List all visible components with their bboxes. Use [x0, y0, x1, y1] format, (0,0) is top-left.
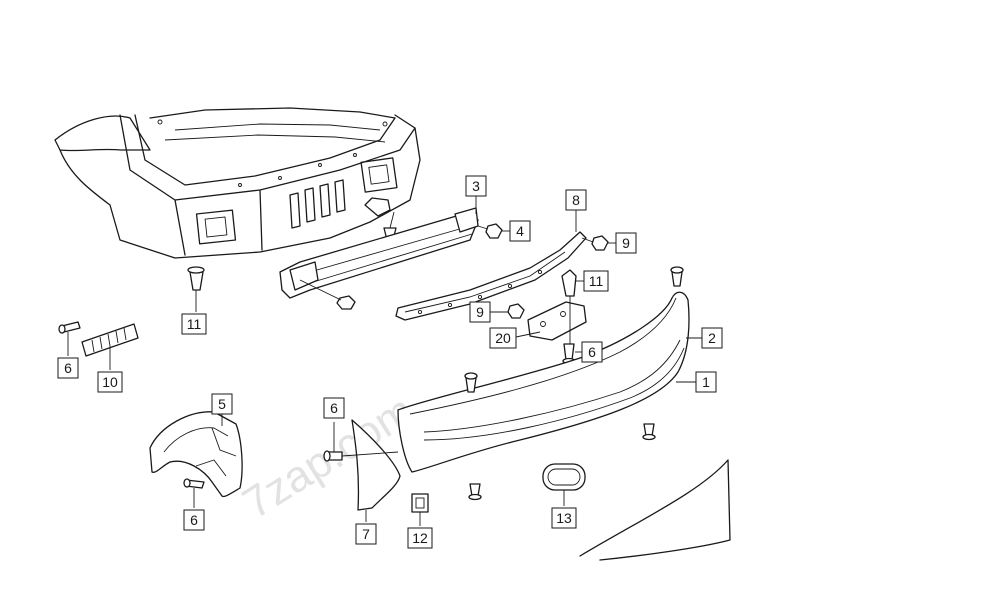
- callout-3[interactable]: 3: [465, 175, 487, 197]
- callout-5[interactable]: 5: [211, 393, 233, 415]
- callout-9-top[interactable]: 9: [615, 232, 637, 254]
- screw-6-liner: [183, 478, 205, 508]
- screw-6-flap: [323, 422, 399, 462]
- svg-text:9: 9: [622, 235, 630, 251]
- screw-bumper-right: [642, 423, 656, 441]
- svg-text:2: 2: [708, 330, 716, 346]
- svg-text:6: 6: [190, 512, 198, 528]
- callout-1[interactable]: 1: [695, 371, 717, 393]
- callout-11-right[interactable]: 11: [583, 270, 609, 292]
- callout-6-liner[interactable]: 6: [183, 509, 205, 531]
- svg-text:6: 6: [588, 344, 596, 360]
- nut-9-top: [591, 235, 616, 251]
- callout-6-left[interactable]: 6: [57, 357, 79, 379]
- wheelhouse-liner-5: [149, 411, 243, 498]
- svg-text:10: 10: [102, 374, 118, 390]
- callout-7[interactable]: 7: [355, 523, 377, 545]
- rear-body-panel: [54, 107, 421, 259]
- nut-9-lower: [490, 303, 525, 319]
- clip-12: [411, 493, 429, 526]
- label-10: [81, 323, 139, 370]
- screw-bumper-bottom: [468, 483, 482, 501]
- lower-body-outline: [579, 459, 731, 561]
- screw-6-left: [58, 321, 81, 356]
- svg-text:3: 3: [472, 178, 480, 194]
- callout-6-flap[interactable]: 6: [323, 397, 345, 419]
- callout-4[interactable]: 4: [509, 220, 531, 242]
- svg-text:20: 20: [495, 330, 511, 346]
- svg-text:11: 11: [187, 316, 202, 332]
- clip-11-right: [561, 269, 584, 297]
- reflector-13: [542, 463, 586, 506]
- callout-6-bracket[interactable]: 6: [581, 341, 603, 363]
- svg-text:7: 7: [362, 526, 370, 542]
- nut-lower: [299, 279, 356, 310]
- svg-text:6: 6: [64, 360, 72, 376]
- svg-text:12: 12: [412, 530, 428, 546]
- callout-9-lower[interactable]: 9: [469, 301, 491, 323]
- bumper-cover: [397, 291, 704, 473]
- screw-bumper-left: [464, 372, 478, 393]
- callout-20[interactable]: 20: [489, 327, 517, 349]
- clip-11-left: [187, 266, 205, 312]
- svg-text:11: 11: [589, 273, 604, 289]
- impact-strip-8: [395, 210, 597, 321]
- svg-text:5: 5: [218, 396, 226, 412]
- callout-8[interactable]: 8: [565, 189, 587, 211]
- callout-13[interactable]: 13: [551, 507, 577, 529]
- screw-top-bumper: [670, 266, 684, 287]
- svg-text:8: 8: [572, 192, 580, 208]
- callout-2[interactable]: 2: [701, 327, 723, 349]
- bracket-20: [515, 296, 587, 352]
- svg-text:6: 6: [330, 400, 338, 416]
- nut-4: [485, 223, 510, 239]
- bumper-carrier: [279, 196, 495, 299]
- callout-12[interactable]: 12: [407, 527, 433, 549]
- svg-text:13: 13: [556, 510, 572, 526]
- svg-text:1: 1: [702, 374, 710, 390]
- svg-text:4: 4: [516, 223, 524, 239]
- svg-text:9: 9: [476, 304, 484, 320]
- callout-11-left[interactable]: 11: [181, 313, 207, 335]
- callout-10[interactable]: 10: [97, 371, 123, 393]
